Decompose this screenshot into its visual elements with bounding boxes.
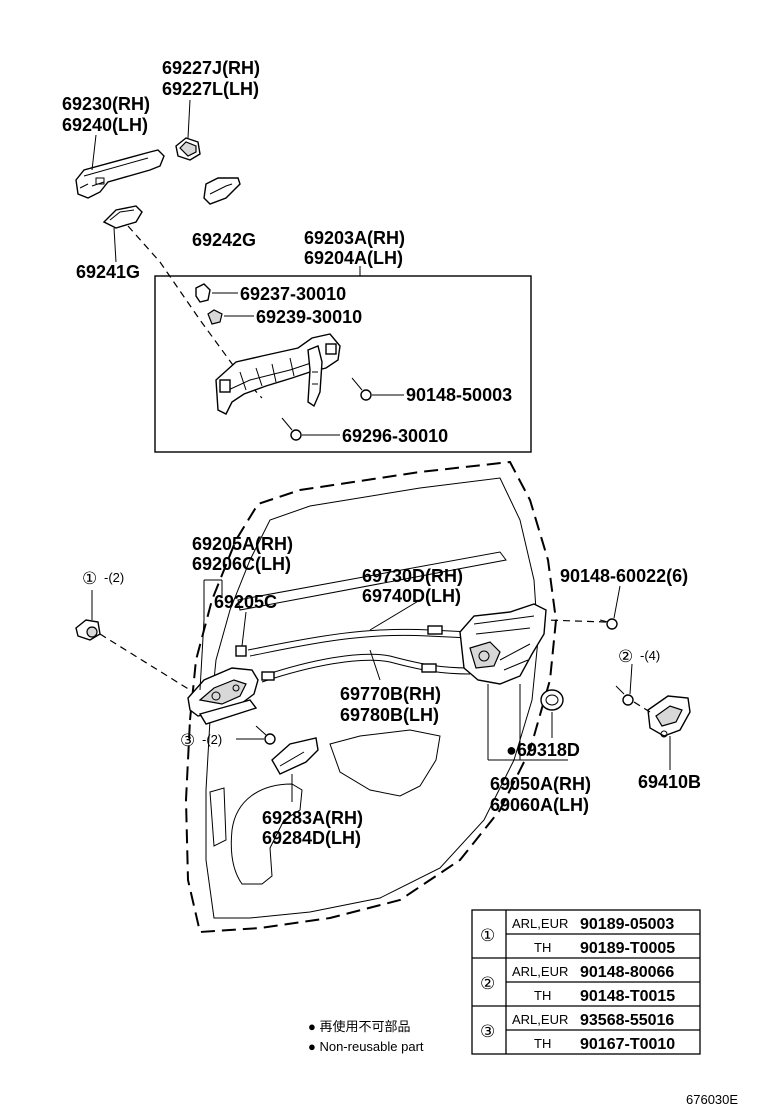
table-row-3-symbol: ③ (480, 1022, 495, 1041)
door-lock-69050A (459, 603, 547, 685)
callout-2-symbol: ② (618, 647, 633, 666)
label-69730D: 69730D(RH) (362, 566, 463, 586)
label-69780B: 69780B(LH) (340, 705, 439, 725)
label-69410B: 69410B (638, 772, 701, 792)
label-69206C: 69206C(LH) (192, 554, 291, 574)
label-69239: 69239-30010 (256, 307, 362, 327)
screw-69205C (235, 645, 247, 657)
label-69242G: 69242G (192, 230, 256, 250)
clip-69239 (207, 309, 223, 325)
trim-69283A (271, 737, 319, 775)
screw-callout-3 (255, 725, 276, 745)
callout-3-qty: -(2) (202, 732, 222, 747)
handle-cap-69227 (175, 137, 201, 161)
table-row-3-region-b: TH (534, 1036, 551, 1051)
label-90148-60022: 90148-60022(6) (560, 566, 688, 586)
label-69284D: 69284D(LH) (262, 828, 361, 848)
label-69318D: ●69318D (506, 740, 580, 760)
label-69283A: 69283A(RH) (262, 808, 363, 828)
table-row-3-region-a: ARL,EUR (512, 1012, 568, 1027)
callout-1-symbol: ① (82, 569, 97, 588)
pad-69241G (102, 205, 143, 229)
screw-callout-2 (615, 685, 634, 706)
door-inner-line (205, 477, 539, 919)
label-90148-50003: 90148-50003 (406, 385, 512, 405)
label-69230: 69230(RH) (62, 94, 150, 114)
table-row-1-part-a: 90189-05003 (580, 916, 674, 933)
cable-69730D (247, 628, 471, 651)
label-69227J: 69227J(RH) (162, 58, 260, 78)
table-row-2-part-b: 90148-T0015 (580, 988, 675, 1005)
label-69204A: 69204A(LH) (304, 248, 403, 268)
label-69060A: 69060A(LH) (490, 795, 589, 815)
label-69296: 69296-30010 (342, 426, 448, 446)
label-69203A: 69203A(RH) (304, 228, 405, 248)
label-69227L: 69227L(LH) (162, 79, 259, 99)
striker-69410B (647, 695, 691, 738)
screw-90148-50003 (351, 377, 372, 401)
clip-69237 (195, 283, 211, 303)
frame-69203A (215, 333, 341, 415)
inside-handle-69205A (187, 667, 259, 725)
label-69740D: 69740D(LH) (362, 586, 461, 606)
label-69237: 69237-30010 (240, 284, 346, 304)
label-69770B: 69770B(RH) (340, 684, 441, 704)
cable-69770B (261, 653, 471, 677)
figure-id: 676030E (686, 1092, 738, 1107)
screw-69296 (281, 417, 302, 441)
legend-jp: ● 再使用不可部品 (308, 1019, 410, 1034)
table-row-2-region-b: TH (534, 988, 551, 1003)
door-recess (329, 729, 441, 797)
label-69205C: 69205C (214, 592, 277, 612)
legend-en: ● Non-reusable part (308, 1039, 424, 1054)
outside-handle-69230 (75, 149, 165, 199)
door-outline (184, 460, 558, 934)
table-row-2-symbol: ② (480, 974, 495, 993)
table-row-2-part-a: 90148-80066 (580, 964, 674, 981)
door-cutout (230, 783, 303, 885)
callout-2-qty: -(4) (640, 648, 660, 663)
frame-group-box (154, 275, 532, 453)
table-row-1-part-b: 90189-T0005 (580, 940, 675, 957)
table-row-3-part-b: 90167-T0010 (580, 1036, 675, 1053)
label-69240: 69240(LH) (62, 115, 148, 135)
label-69205A: 69205A(RH) (192, 534, 293, 554)
table-row-1-symbol: ① (480, 926, 495, 945)
callout-3-symbol: ③ (180, 731, 195, 750)
table-row-3-part-a: 93568-55016 (580, 1012, 674, 1029)
clip-callout-1 (75, 619, 101, 641)
pad-69242G (203, 177, 241, 205)
label-69241G: 69241G (76, 262, 140, 282)
label-69050A: 69050A(RH) (490, 774, 591, 794)
callout-1-qty: -(2) (104, 570, 124, 585)
table-row-1-region-b: TH (534, 940, 551, 955)
table-row-1-region-a: ARL,EUR (512, 916, 568, 931)
screw-90148-60022 (599, 618, 618, 630)
fastener-table: ① ARL,EUR 90189-05003 TH 90189-T0005 ② A… (471, 909, 701, 1055)
grommet-69318D (540, 689, 564, 711)
table-row-2-region-a: ARL,EUR (512, 964, 568, 979)
